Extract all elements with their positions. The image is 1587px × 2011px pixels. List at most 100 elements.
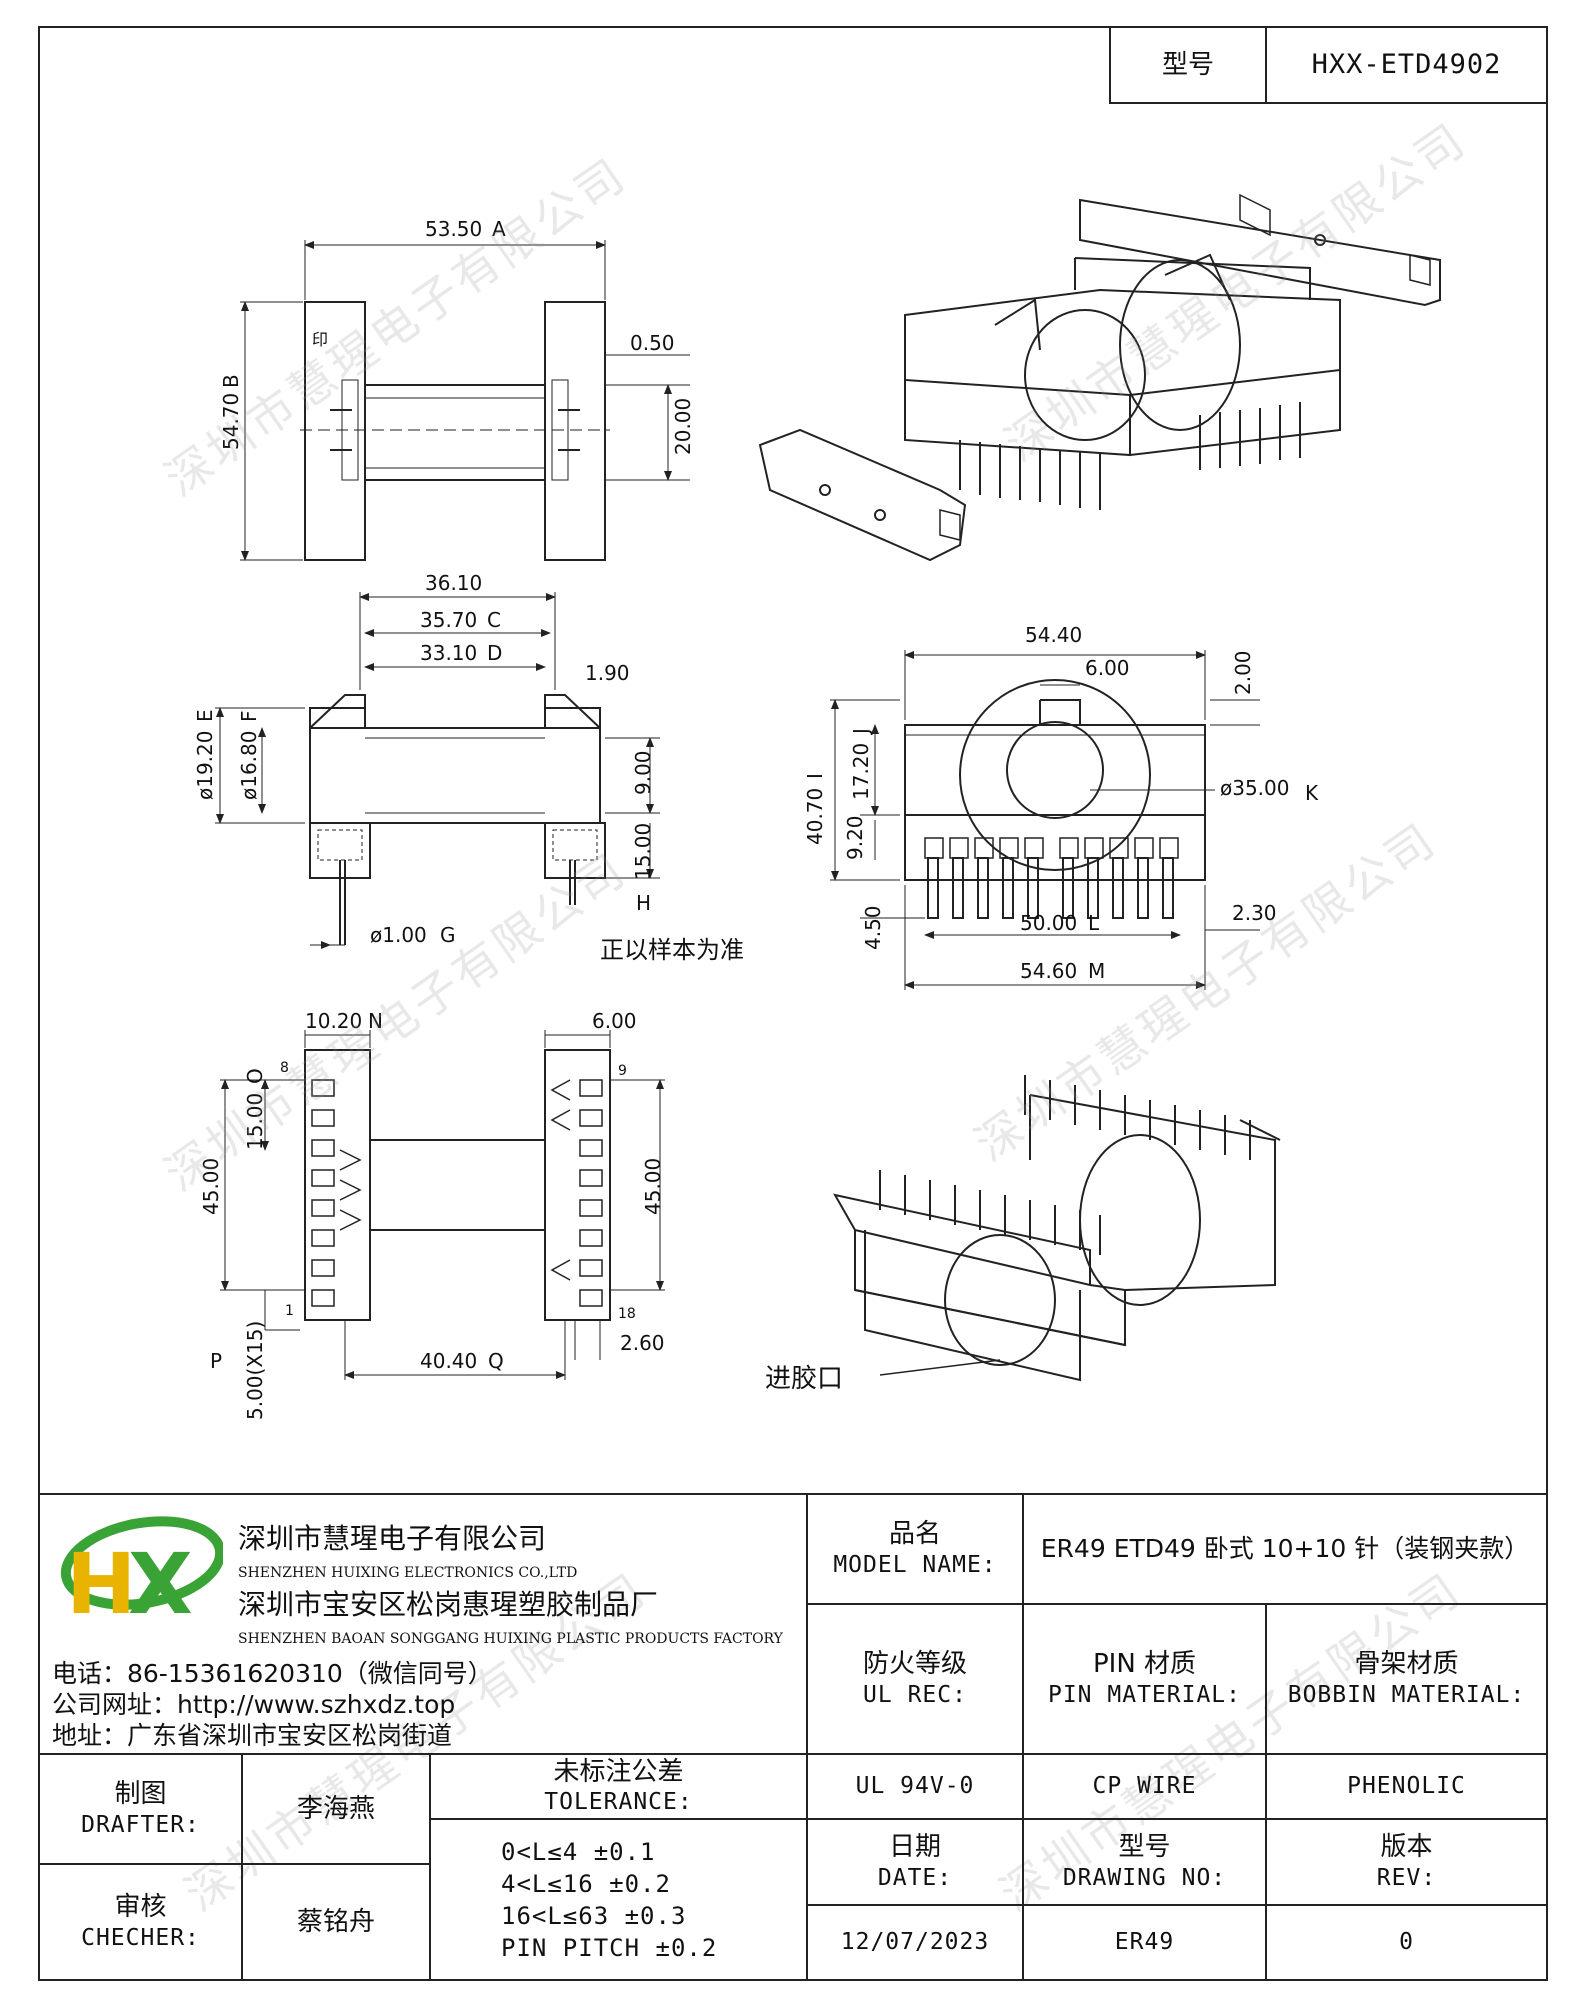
pin-material-value: CP WIRE	[1092, 1773, 1197, 1800]
tolerance-row-1: 0<L≤4 ±0.1	[501, 1837, 656, 1866]
tolerance-row-2: 4<L≤16 ±0.2	[501, 1869, 671, 1898]
pin-material-en: PIN MATERIAL:	[1047, 1681, 1241, 1708]
dim-20-00: 20.00	[671, 398, 695, 455]
tolerance-row-3: 16<L≤63 ±0.3	[501, 1901, 687, 1930]
drawing-no-label-cell: 型号 DRAWING NO:	[1022, 1818, 1267, 1906]
view-side	[240, 240, 690, 561]
checker-name: 蔡铭舟	[296, 1906, 375, 1937]
dim-2-60: 2.60	[620, 1331, 665, 1355]
pin-material-cn: PIN 材质	[1092, 1649, 1197, 1680]
title-block	[38, 1493, 1548, 1495]
drafter-name-cell: 李海燕	[241, 1753, 431, 1865]
dim-15-00-tag: H	[636, 891, 651, 915]
gate-label: 进胶口	[765, 1364, 843, 1394]
tolerance-label-cell: 未标注公差 TOLERANCE:	[429, 1753, 808, 1820]
fire-value-cell: UL 94V-0	[806, 1753, 1024, 1820]
dim-35-00: ø35.00	[1220, 776, 1290, 800]
dim-50-00: 50.00	[1020, 911, 1077, 935]
dim-17-20: 17.20	[849, 743, 873, 800]
dim-15-00: 15.00	[631, 823, 655, 880]
drafter-label-cell: 制图 DRAFTER:	[38, 1753, 243, 1865]
dim-9-20: 9.20	[843, 815, 867, 860]
pin-1: 1	[285, 1303, 294, 1319]
view-front-section	[215, 592, 660, 949]
dim-53-50-tag: A	[492, 217, 506, 241]
svg-text:X: X	[128, 1535, 193, 1633]
drawing-no-value-cell: ER49	[1022, 1904, 1267, 1981]
website[interactable]: 公司网址：http://www.szhxdz.top	[52, 1690, 456, 1719]
dim-16-80-tag: F	[237, 710, 261, 722]
date-cn: 日期	[888, 1832, 941, 1863]
date-value-cell: 12/07/2023	[806, 1904, 1024, 1981]
tolerance-en: TOLERANCE:	[544, 1789, 693, 1816]
tolerance-row-4: PIN PITCH ±0.2	[501, 1933, 718, 1962]
model-value: HXX-ETD4902	[1311, 49, 1502, 81]
fire-cn: 防火等级	[862, 1649, 967, 1680]
drafter-cn: 制图	[114, 1779, 167, 1810]
dim-54-70-tag: B	[219, 374, 243, 388]
address: 地址：广东省深圳市宝安区松岗街道	[52, 1721, 453, 1750]
dim-4-50: 4.50	[861, 905, 885, 950]
dim-50-00-tag: L	[1088, 911, 1100, 935]
dim-54-70: 54.70	[219, 393, 243, 450]
model-label: 型号	[1161, 49, 1214, 80]
phone: 电话：86-15361620310（微信同号）	[52, 1659, 493, 1688]
drawing-no-value: ER49	[1114, 1929, 1175, 1956]
dim-16-80: ø16.80	[237, 731, 261, 801]
dim-1-00-tag: G	[440, 923, 456, 947]
dim-54-40: 54.40	[1025, 623, 1082, 647]
fire-label-cell: 防火等级 UL REC:	[806, 1603, 1024, 1755]
bobbin-material-cn: 骨架材质	[1354, 1649, 1459, 1680]
bobbin-material-value-cell: PHENOLIC	[1265, 1753, 1548, 1820]
dim-40-70: 40.70	[803, 788, 827, 845]
date-value: 12/07/2023	[840, 1929, 990, 1956]
checker-name-cell: 蔡铭舟	[241, 1863, 431, 1981]
dim-10-20-tag: N	[368, 1009, 383, 1033]
dim-53-50: 53.50	[425, 217, 482, 241]
rev-value-cell: 0	[1265, 1904, 1548, 1981]
dim-6-00: 6.00	[1085, 656, 1130, 680]
view-front	[830, 650, 1260, 990]
rev-cn: 版本	[1380, 1832, 1433, 1863]
rev-en: REV:	[1376, 1864, 1437, 1891]
rev-label-cell: 版本 REV:	[1265, 1818, 1548, 1906]
bobbin-material-en: BOBBIN MATERIAL:	[1287, 1681, 1526, 1708]
factory-en: SHENZHEN BAOAN SONGGANG HUIXING PLASTIC …	[238, 1631, 783, 1647]
dim-35-70-tag: C	[487, 608, 501, 632]
bobbin-material-value: PHENOLIC	[1347, 1773, 1466, 1800]
checker-cn: 审核	[114, 1892, 167, 1923]
bobbin-material-label-cell: 骨架材质 BOBBIN MATERIAL:	[1265, 1603, 1548, 1755]
model-name-label-cell: 品名 MODEL NAME:	[806, 1493, 1024, 1605]
dim-36-10: 36.10	[425, 571, 482, 595]
tolerance-values-cell: 0<L≤4 ±0.1 4<L≤16 ±0.2 16<L≤63 ±0.3 PIN …	[429, 1818, 808, 1981]
dim-19-20-tag: E	[193, 709, 217, 722]
model-name-cn: 品名	[888, 1519, 941, 1550]
dim-17-20-tag: J	[849, 728, 873, 736]
dim-33-10-tag: D	[487, 641, 502, 665]
pin-material-value-cell: CP WIRE	[1022, 1753, 1267, 1820]
model-name-value: ER49 ETD49 卧式 10+10 针（装钢夹款）	[1040, 1534, 1530, 1564]
pin-18: 18	[618, 1306, 636, 1322]
model-value-cell: HXX-ETD4902	[1265, 26, 1548, 104]
dim-15-00b: 15.00	[243, 1093, 267, 1150]
company-cn: 深圳市慧瑆电子有限公司	[238, 1522, 547, 1555]
hx-logo: H X	[60, 1516, 223, 1633]
date-label-cell: 日期 DATE:	[806, 1818, 1024, 1906]
note-text: 正以样本为准	[600, 936, 744, 964]
dim-40-40: 40.40	[420, 1349, 477, 1373]
technical-drawing: 53.50 A 印 0.50 54.70 B 20.00 36.10 35.70…	[193, 193, 1441, 1420]
drawing-no-en: DRAWING NO:	[1062, 1864, 1227, 1891]
dim-35-00-tag: K	[1305, 781, 1319, 805]
dim-5-00-tag: P	[210, 1349, 222, 1373]
svg-text:H: H	[66, 1535, 136, 1633]
dim-54-60: 54.60	[1020, 959, 1077, 983]
checker-en: CHECHER:	[81, 1924, 200, 1951]
drawing-no-cn: 型号	[1118, 1832, 1171, 1863]
dim-40-40-tag: Q	[488, 1349, 504, 1373]
tolerance-cn: 未标注公差	[553, 1756, 684, 1787]
dim-1-90: 1.90	[585, 661, 630, 685]
date-en: DATE:	[877, 1864, 953, 1891]
factory-cn: 深圳市宝安区松岗惠瑆塑胶制品厂	[238, 1588, 659, 1621]
dim-2-30: 2.30	[1232, 901, 1277, 925]
dim-45-00-left: 45.00	[199, 1158, 223, 1215]
